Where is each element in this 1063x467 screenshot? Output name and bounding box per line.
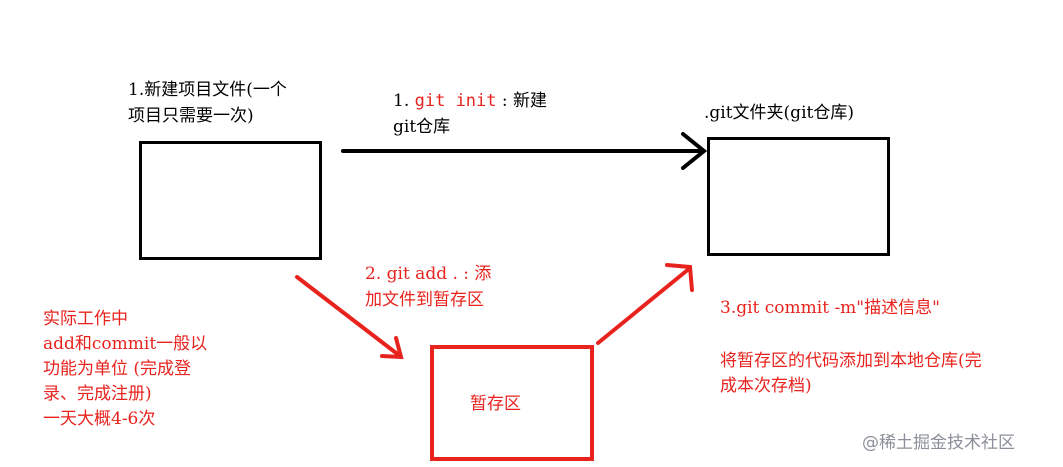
practice-note-line5: 一天大概4-6次 [43,409,156,429]
git-add-line1: 2. git add . : 添 [365,264,492,284]
git-commit-desc-line1: 将暂存区的代码添加到本地仓库(完 [720,351,982,371]
practice-note-line1: 实际工作中 [43,309,128,329]
git-init-prefix: 1. [393,91,415,111]
git-init-line2: git仓库 [393,117,451,137]
practice-note-line3: 功能为单位 (完成登 [43,359,192,379]
git-init-suffix: : 新建 [496,91,548,111]
project-folder-box [139,141,322,260]
git-init-arrow [341,132,708,170]
git-init-label: 1. git init : 新建 [393,89,547,114]
git-repo-label: .git文件夹(git仓库) [704,103,854,123]
project-label-line2: 项目只需要一次) [128,106,254,126]
staging-area-box [430,345,594,461]
git-commit-arrow [596,263,694,345]
staging-area-label: 暂存区 [470,394,521,414]
practice-note-line2: add和commit一般以 [43,334,208,354]
git-add-arrow [295,275,404,360]
watermark: @稀土掘金技术社区 [862,433,1015,453]
git-add-line2: 加文件到暂存区 [365,290,484,310]
practice-note-line4: 录、完成注册) [43,384,152,404]
git-repo-box [707,137,890,256]
git-init-command: git init [414,91,497,111]
git-commit-desc-line2: 成本次存档) [720,376,812,396]
git-commit-line1: 3.git commit -m"描述信息" [720,298,940,318]
project-label-line1: 1.新建项目文件(一个 [128,80,287,100]
